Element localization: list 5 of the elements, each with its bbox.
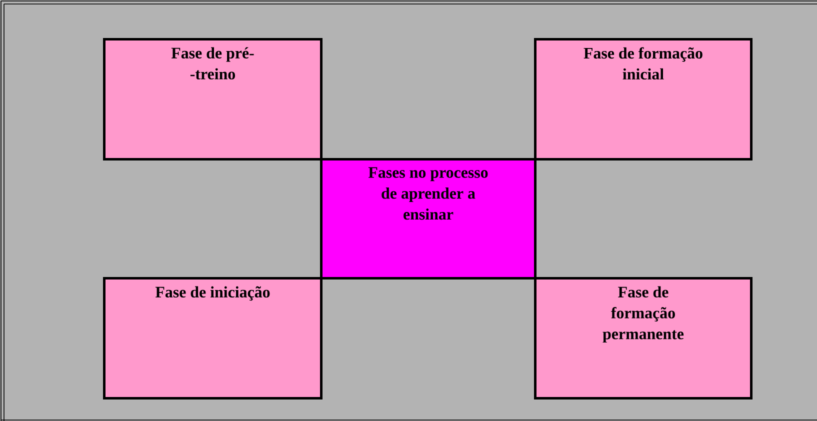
process-box: Fase de formação permanente: [534, 277, 752, 400]
process-box: Fases no processo de aprender a ensinar: [320, 158, 536, 280]
process-box: Fase de iniciação: [103, 277, 322, 400]
process-box: Fase de pré- -treino: [103, 38, 322, 160]
process-box: Fase de formação inicial: [534, 38, 752, 160]
